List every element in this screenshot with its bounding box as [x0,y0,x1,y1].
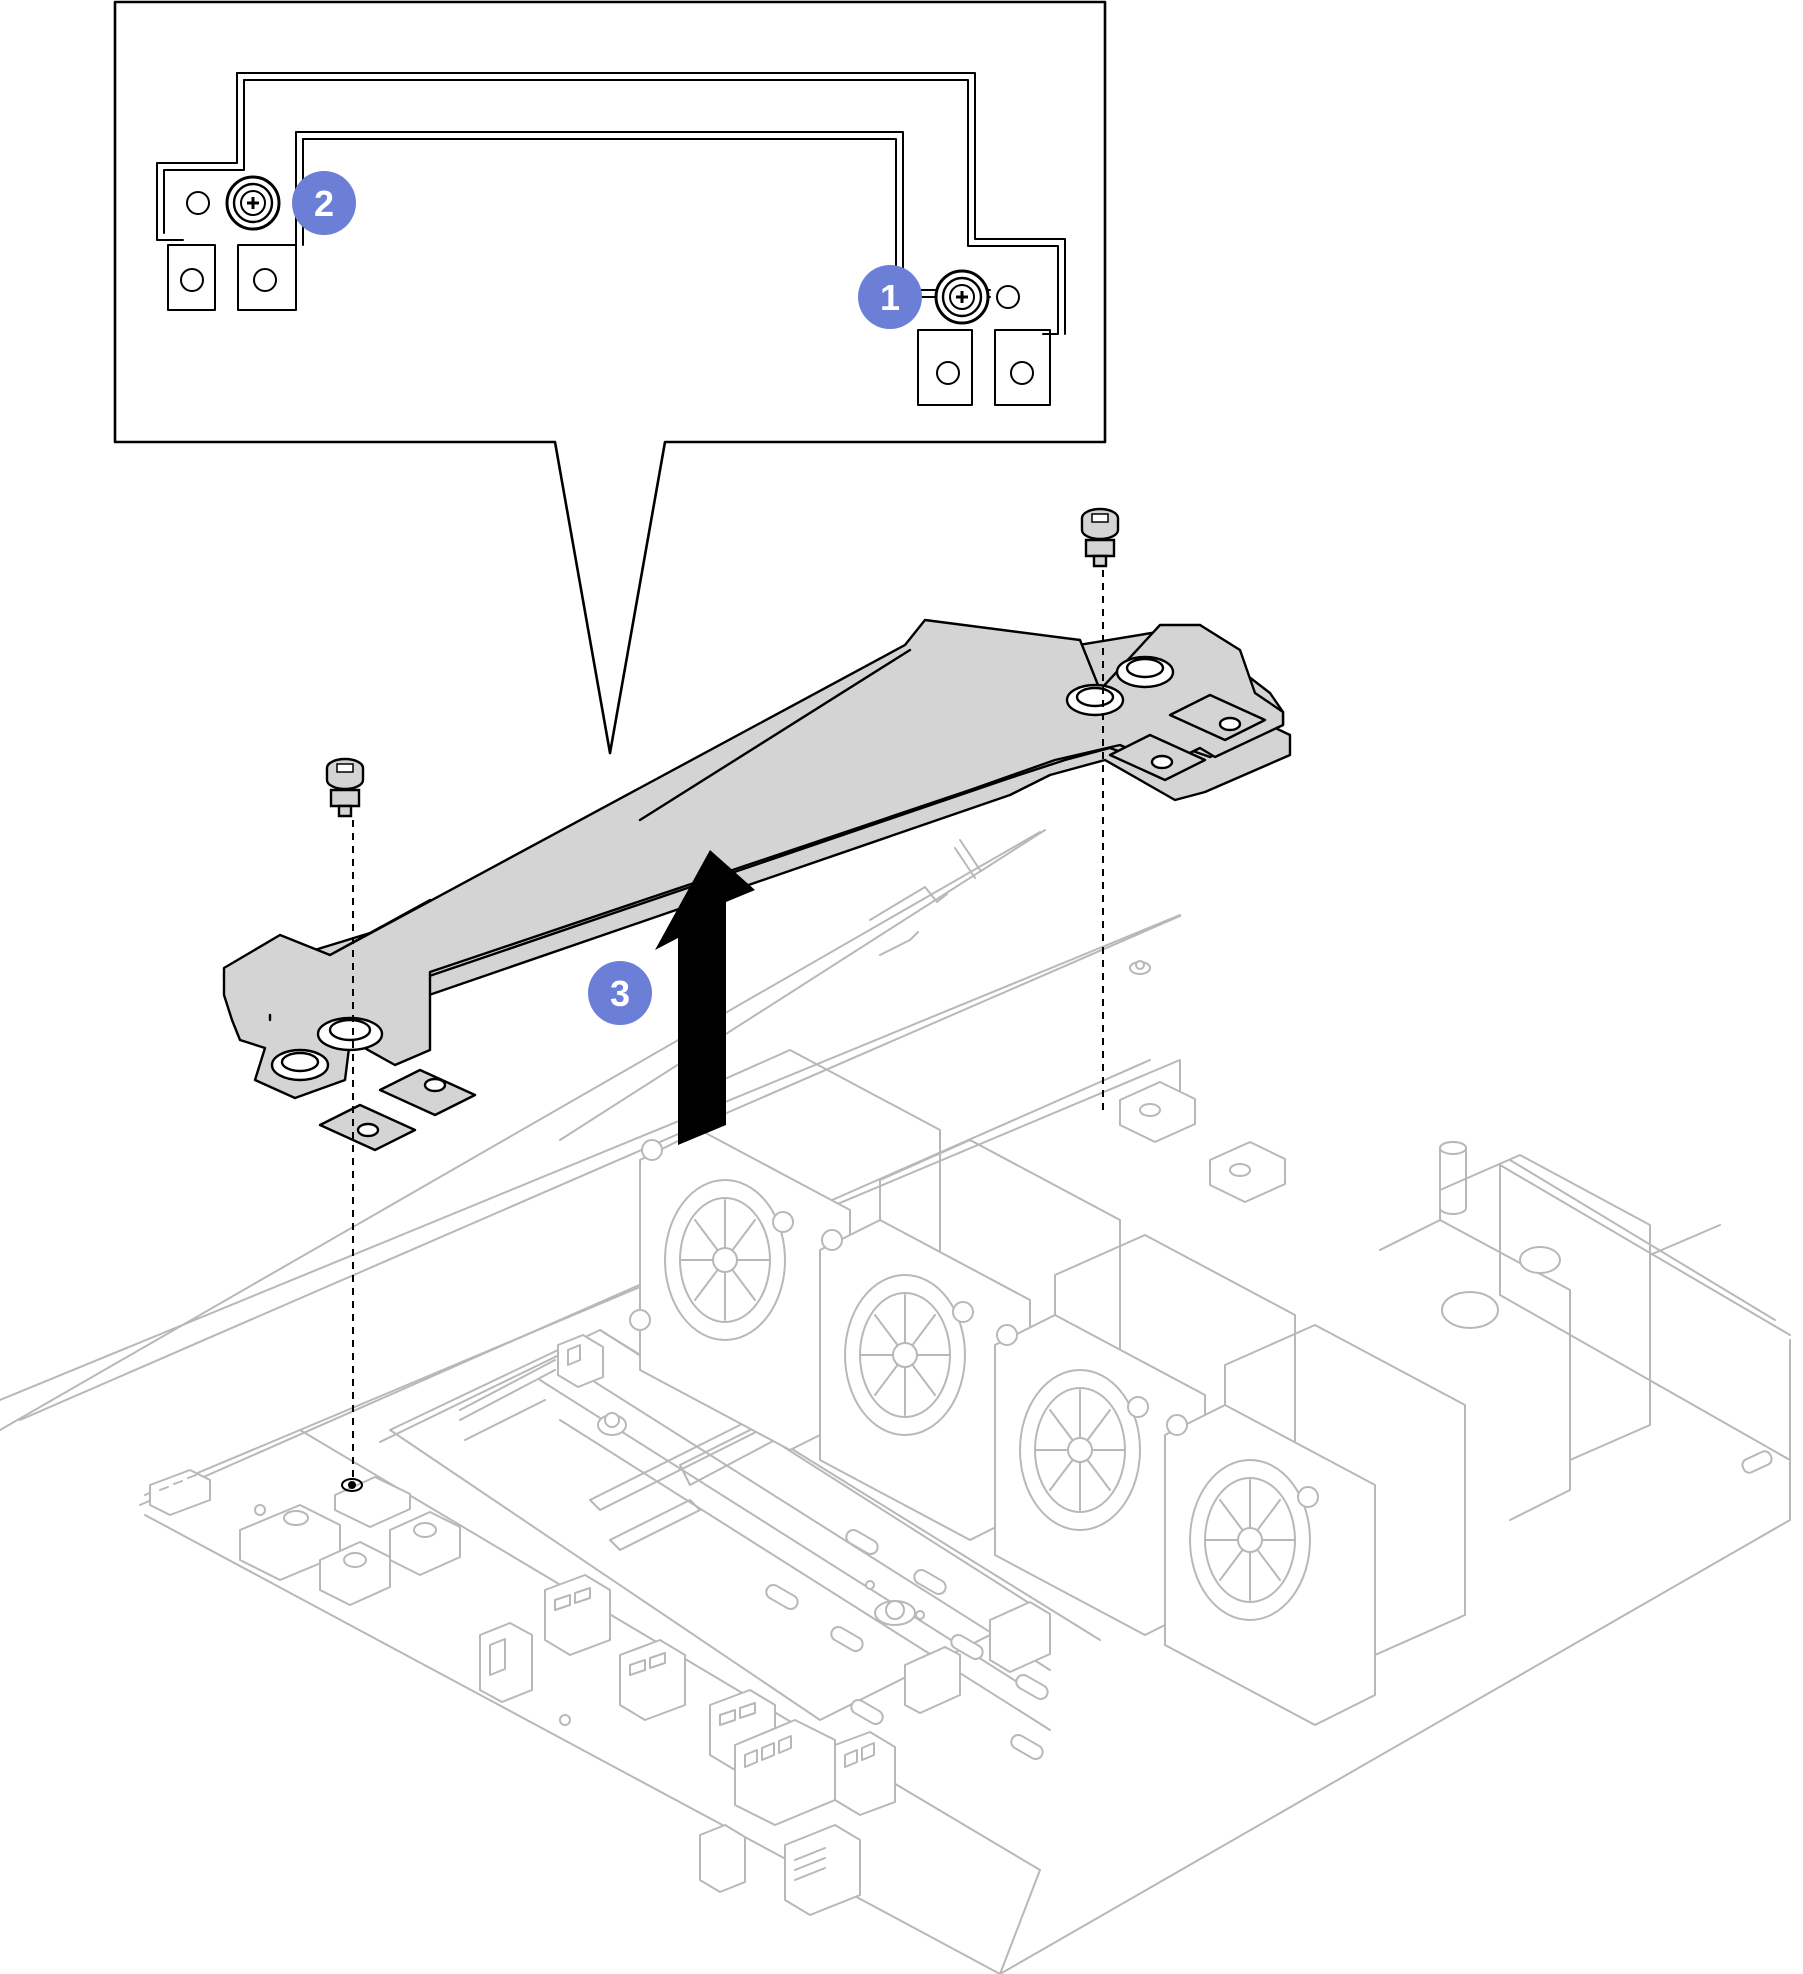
screw-icon [1080,507,1120,568]
bracket-mount-posts [239,1476,461,1606]
lift-arrow-icon [655,850,755,1145]
screw-icon [934,269,990,325]
detail-view-box [113,0,1107,755]
callout-1: 1 [858,265,922,329]
board-connectors [149,1334,1051,1916]
callout-2: 2 [292,171,356,235]
screw-icon [325,757,365,818]
fan-module-4 [1164,1324,1466,1726]
callout-3-label: 3 [610,973,630,1014]
callout-1-label: 1 [880,277,900,318]
power-distribution-bracket [222,618,1292,1152]
callout-2-label: 2 [314,183,334,224]
fan-module-3 [994,1234,1296,1636]
fan-module-5 [1379,1154,1651,1521]
mounting-slots [765,1529,1049,1760]
callout-3: 3 [588,961,652,1025]
fan-bracket-posts [1119,1081,1286,1203]
fan-module-1 [629,1049,941,1451]
screw-icon [225,175,281,231]
fan-module-2 [819,1139,1121,1541]
